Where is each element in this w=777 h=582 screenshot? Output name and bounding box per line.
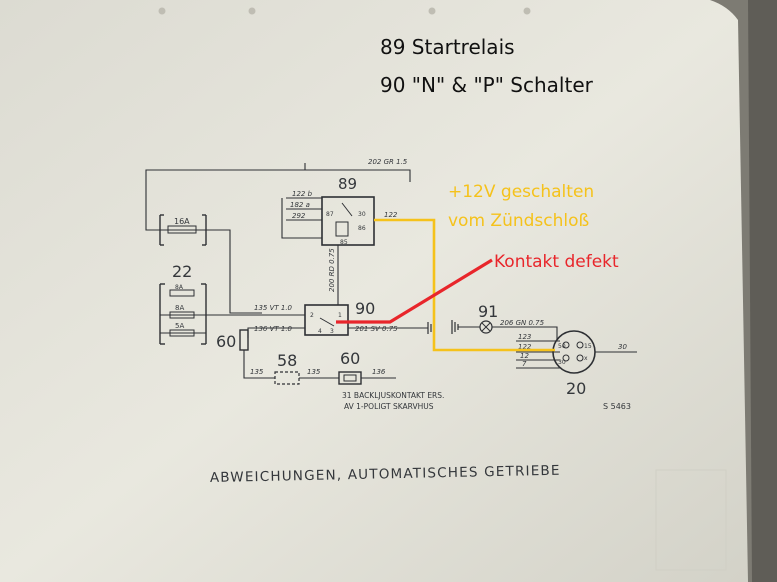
overlay-red-wire <box>336 258 493 324</box>
annotation-kontakt-defekt: Kontakt defekt <box>494 252 619 272</box>
label-206: 206 GN 0.75 <box>500 319 545 327</box>
header-line-1: 89 Startrelais <box>380 35 515 59</box>
label-201: 201 SV 0.75 <box>355 325 398 333</box>
svg-text:3: 3 <box>330 328 334 335</box>
svg-text:60: 60 <box>340 349 360 368</box>
label-ign-123: 123 <box>518 333 531 341</box>
label-122b: 122 b <box>292 190 313 198</box>
svg-text:60: 60 <box>216 332 236 351</box>
faint-bleedthrough <box>655 469 727 571</box>
wire-fuse16-to-136 <box>206 229 262 314</box>
svg-text:5A: 5A <box>175 322 184 330</box>
page <box>0 0 748 582</box>
page-edge <box>748 0 777 582</box>
svg-text:50: 50 <box>558 343 566 350</box>
svg-text:91: 91 <box>478 302 498 321</box>
svg-text:16A: 16A <box>174 217 190 226</box>
wire-relay-left-loop <box>281 198 322 239</box>
caption: ABWEICHUNGEN, AUTOMATISCHES GETRIEBE <box>210 463 561 486</box>
label-wire-200: 200 RD 0.75 <box>328 248 336 292</box>
note-line-1: 31 BACKLJUSKONTAKT ERS. <box>342 391 444 400</box>
label-ign-30-out: 30 <box>618 343 627 351</box>
svg-text:4: 4 <box>318 328 322 335</box>
label-136-vt: 136 VT 1.0 <box>254 325 293 333</box>
switch-90: 90 2 1 4 3 <box>304 299 375 336</box>
svg-text:2: 2 <box>310 312 314 319</box>
svg-text:8A: 8A <box>175 304 184 312</box>
svg-text:90: 90 <box>355 299 375 318</box>
wire-202-top <box>304 163 411 182</box>
wire-202-left <box>145 169 305 231</box>
label-135-vt: 135 VT 1.0 <box>254 304 293 312</box>
label-wire-202: 202 GR 1.5 <box>368 158 408 166</box>
label-122: 122 <box>384 211 398 219</box>
label-ign-12: 12 <box>520 352 529 360</box>
svg-text:1: 1 <box>338 312 342 319</box>
svg-text:30: 30 <box>558 359 566 366</box>
wires-ignition-left <box>516 340 560 369</box>
annotation-12v-line-2: vom Zündschloß <box>448 211 589 231</box>
svg-text:22: 22 <box>172 262 192 281</box>
svg-text:x: x <box>584 355 588 362</box>
svg-text:30: 30 <box>358 211 366 218</box>
label-182a: 182 a <box>290 201 310 209</box>
svg-text:86: 86 <box>358 225 366 232</box>
svg-text:15: 15 <box>584 343 592 350</box>
fuse-block-22: 22 8A 8A 5A <box>159 262 207 345</box>
annotation-12v-line-1: +12V geschalten <box>448 182 594 202</box>
svg-text:85: 85 <box>340 239 348 246</box>
label-136: 136 <box>372 368 386 376</box>
svg-text:20: 20 <box>566 379 586 398</box>
svg-text:58: 58 <box>277 351 297 370</box>
label-292: 292 <box>292 212 306 220</box>
label-135-b: 135 <box>307 368 321 376</box>
svg-text:89: 89 <box>338 175 357 193</box>
header-line-2: 90 "N" & "P" Schalter <box>380 73 594 97</box>
overlay-yellow-wire <box>374 218 555 352</box>
binder-rings <box>158 7 531 15</box>
fuse-16a: 16A <box>159 214 207 246</box>
ref-code: S 5463 <box>603 402 631 411</box>
label-ign-122: 122 <box>518 343 532 351</box>
wire-206 <box>492 326 558 340</box>
wire-135-bottom <box>243 350 275 379</box>
label-135-a: 135 <box>250 368 264 376</box>
note-line-2: AV 1-POLIGT SKARVHUS <box>344 402 434 411</box>
svg-text:8A: 8A <box>175 284 184 291</box>
wires-relay-left <box>286 197 322 221</box>
svg-text:87: 87 <box>326 211 334 218</box>
label-ign-7: 7 <box>522 360 527 368</box>
